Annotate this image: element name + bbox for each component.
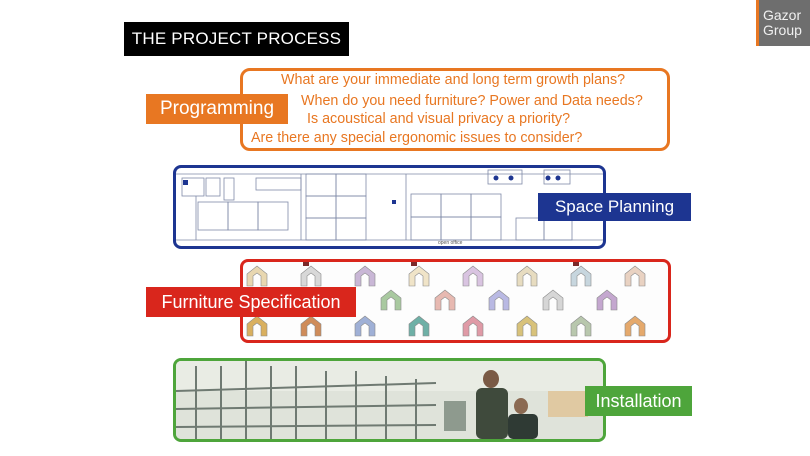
installation-photo [173,358,606,442]
page-title: THE PROJECT PROCESS [124,22,349,56]
programming-question-4: Are there any special ergonomic issues t… [251,130,583,146]
space-planning-floorplan: open office [173,165,606,249]
programming-question-2: When do you need furniture? Power and Da… [301,93,643,109]
furniture-specification-label: Furniture Specification [146,287,356,317]
installation-scene [176,361,603,439]
space-planning-label: Space Planning [538,193,691,221]
floorplan-drawing: open office [176,169,603,246]
gazor-group-logo: Gazor Group [756,0,810,46]
installation-label: Installation [585,386,692,416]
workstation-pattern [246,262,646,337]
programming-question-1: What are your immediate and long term gr… [281,72,626,88]
logo-accent [756,0,759,46]
programming-question-3: Is acoustical and visual privacy a prior… [307,111,571,127]
logo-line-1: Gazor [763,7,802,23]
logo-line-2: Group [763,22,802,38]
floorplan-caption: open office [438,240,463,246]
programming-label: Programming [146,94,288,124]
